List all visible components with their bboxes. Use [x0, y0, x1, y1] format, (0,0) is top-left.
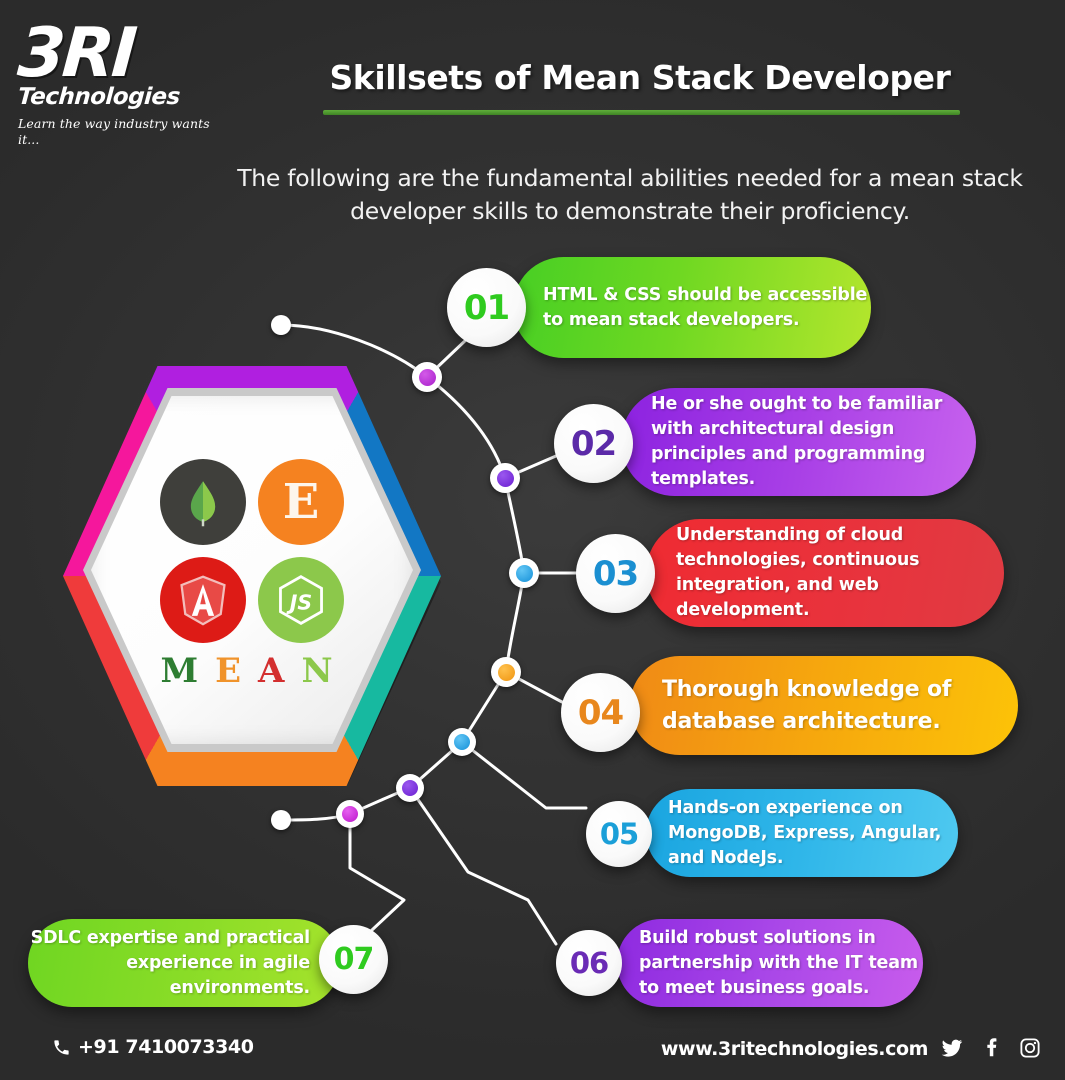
phone-contact[interactable]: +91 7410073340 — [52, 1036, 254, 1058]
phone-icon — [54, 1039, 69, 1055]
skill-card-02[interactable]: He or she ought to be familiar with arch… — [621, 388, 976, 496]
skill-number-03[interactable]: 03 — [576, 534, 655, 613]
social-links — [941, 1036, 1041, 1060]
skill-number-04-label: 04 — [577, 692, 624, 733]
skill-number-07[interactable]: 07 — [319, 925, 388, 994]
facebook-icon[interactable] — [980, 1036, 1002, 1060]
skill-card-07-text: SDLC expertise and practical experience … — [30, 927, 311, 998]
node-05 — [448, 728, 476, 756]
node-02 — [490, 463, 520, 493]
svg-text:JS: JS — [286, 590, 312, 614]
skill-number-04[interactable]: 04 — [561, 673, 640, 752]
mean-letter-m: M — [160, 651, 210, 691]
node-04 — [491, 657, 521, 687]
skill-card-06-text: Build robust solutions in partnership wi… — [639, 927, 918, 998]
page-subtitle: The following are the fundamental abilit… — [237, 164, 1023, 225]
twitter-icon[interactable] — [941, 1036, 963, 1060]
title-underline — [323, 110, 960, 115]
skill-number-03-label: 03 — [592, 553, 639, 594]
node-terminal-top — [271, 315, 291, 335]
mean-letter-e: E — [215, 651, 253, 691]
skill-number-01-label: 01 — [463, 287, 510, 328]
skill-card-01[interactable]: HTML & CSS should be accessible to mean … — [513, 257, 871, 358]
skill-number-02[interactable]: 02 — [554, 404, 633, 483]
skill-number-01[interactable]: 01 — [447, 268, 526, 347]
skill-number-02-label: 02 — [570, 423, 617, 464]
nodejs-logo: JS — [258, 557, 344, 643]
skill-number-05[interactable]: 05 — [586, 801, 652, 867]
skill-card-05-text: Hands-on experience on MongoDB, Express,… — [668, 797, 942, 868]
brand-logo: 3RI Technologies Learn the way industry … — [15, 14, 223, 147]
skill-card-04-text: Thorough knowledge of database architect… — [662, 676, 952, 734]
mean-letter-n: N — [301, 651, 344, 691]
mean-letter-a: A — [258, 651, 296, 691]
skill-number-07-label: 07 — [333, 942, 375, 977]
instagram-icon[interactable] — [1019, 1036, 1041, 1060]
angular-shield-icon — [180, 575, 226, 626]
nodejs-hex-icon: JS — [279, 575, 323, 625]
skill-number-06[interactable]: 06 — [556, 930, 622, 996]
node-terminal-bottom — [271, 810, 291, 830]
skill-card-01-text: HTML & CSS should be accessible to mean … — [543, 284, 868, 330]
skill-card-04[interactable]: Thorough knowledge of database architect… — [630, 656, 1018, 755]
node-03 — [509, 558, 539, 588]
skill-card-06[interactable]: Build robust solutions in partnership wi… — [617, 919, 923, 1007]
website-url[interactable]: www.3ritechnologies.com — [660, 1038, 929, 1060]
angular-logo — [160, 557, 246, 643]
mongodb-leaf-icon — [190, 481, 216, 527]
phone-number: +91 7410073340 — [78, 1036, 254, 1058]
logo-tagline: Learn the way industry wants it... — [18, 116, 210, 147]
skill-number-06-label: 06 — [569, 946, 609, 980]
skill-card-02-text: He or she ought to be familiar with arch… — [651, 394, 943, 489]
mongodb-logo — [160, 459, 246, 545]
skill-card-05[interactable]: Hands-on experience on MongoDB, Express,… — [646, 789, 958, 877]
skill-card-03-text: Understanding of cloud technologies, con… — [676, 525, 920, 620]
tech-logo-grid: E JS — [160, 459, 344, 643]
express-letter: E — [282, 474, 320, 530]
express-logo: E — [258, 459, 344, 545]
skill-number-05-label: 05 — [599, 817, 639, 851]
node-06 — [396, 774, 424, 802]
skill-card-03[interactable]: Understanding of cloud technologies, con… — [646, 519, 1004, 627]
footer-bar: +91 7410073340 www.3ritechnologies.com — [0, 1022, 1065, 1080]
node-01 — [412, 362, 442, 392]
mean-acronym: M E A N — [157, 651, 346, 691]
mean-stack-hexagon: E JS — [63, 366, 441, 786]
skill-card-07[interactable]: SDLC expertise and practical experience … — [28, 919, 340, 1007]
page-title: Skillsets of Mean Stack Developer — [329, 58, 951, 97]
node-07 — [336, 800, 364, 828]
